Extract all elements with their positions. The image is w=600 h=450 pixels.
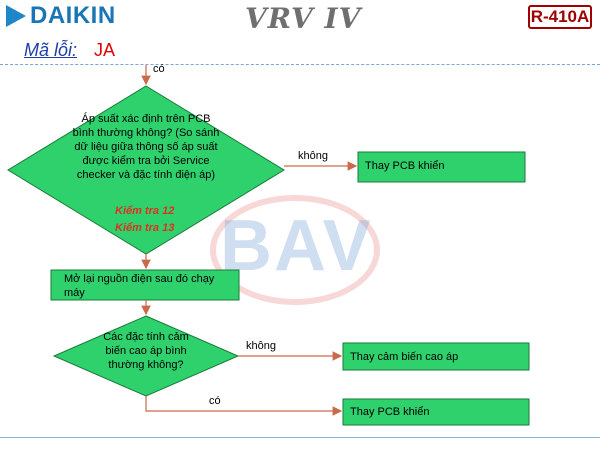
error-code-value: JA: [94, 40, 116, 60]
product-name: VRV IV: [245, 2, 362, 35]
replace-sensor-text: Thay cảm biến cao áp: [350, 351, 459, 363]
decision1-text: Áp suất xác định trên PCB bình thường kh…: [72, 113, 220, 181]
watermark-ring: [210, 195, 380, 305]
arrow-decision2-to-replace-pcb-2: [145, 396, 343, 416]
decision1-no-label: không: [298, 150, 328, 162]
replace-pcb-box-2: [342, 398, 530, 426]
refrigerant-badge: R-410A: [528, 5, 592, 29]
decision2-yes-label: có: [209, 395, 221, 407]
daikin-logo: DAIKIN: [6, 2, 116, 29]
title-separator: [0, 64, 600, 65]
start-yes-label: có: [153, 63, 165, 75]
header: DAIKIN VRV IV R-410A: [0, 0, 600, 36]
error-code-label: Mã lỗi:: [24, 40, 78, 60]
decision2-text: Các đặc tính cảm biến cao áp bình thường…: [103, 331, 189, 371]
replace-pcb-text-2: Thay PCB khiển: [350, 406, 430, 418]
replace-sensor-box: [342, 342, 530, 371]
restart-step-text: Mở lại nguồn điện sau đó chạy máy: [64, 273, 215, 299]
watermark: BAV: [220, 206, 373, 286]
error-code-title: Mã lỗi: JA: [24, 40, 115, 61]
restart-step-box: [50, 269, 240, 301]
footer-line: [0, 437, 600, 438]
replace-pcb-box-1: [357, 151, 526, 183]
replace-pcb-text-1: Thay PCB khiển: [365, 160, 445, 172]
check-13-link[interactable]: Kiểm tra 13: [115, 222, 175, 234]
brand-name: DAIKIN: [30, 2, 116, 29]
decision2-no-label: không: [246, 340, 276, 352]
check-12-link[interactable]: Kiểm tra 12: [115, 205, 175, 217]
daikin-logo-mark-icon: [6, 5, 26, 27]
